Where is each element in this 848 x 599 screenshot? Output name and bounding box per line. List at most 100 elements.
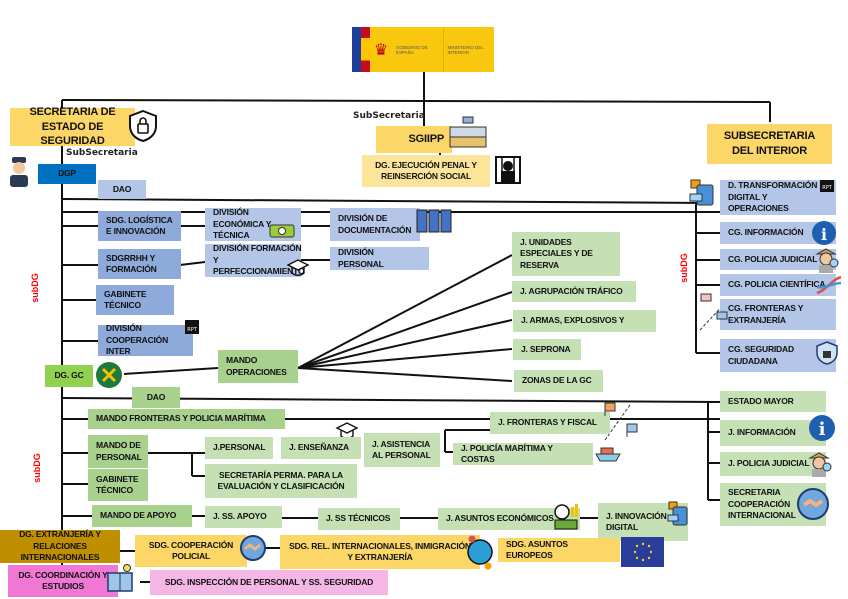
connector-line xyxy=(123,367,219,375)
flag-icon xyxy=(602,401,618,417)
dg-gc-box[interactable]: DG. GC xyxy=(45,365,93,387)
division-documentacion-box[interactable]: DIVISIÓN DE DOCUMENTACIÓN xyxy=(330,208,420,241)
shield-lock-icon xyxy=(126,108,160,144)
dgp-dao-box[interactable]: DAO xyxy=(98,180,146,199)
gabinete-tecnico-dgp-box[interactable]: GABINETE TÉCNICO xyxy=(96,285,174,315)
sdg-rrhh-box[interactable]: SDGRRHH Y FORMACIÓN xyxy=(98,249,181,279)
subdg-label-right: subDG xyxy=(678,253,689,283)
j-asistencia-personal-box[interactable]: J. ASISTENCIA AL PERSONAL xyxy=(364,433,440,467)
estado-mayor-box[interactable]: ESTADO MAYOR xyxy=(720,391,826,412)
d-transformacion-digital-box[interactable]: D. TRANSFORMACIÓN DIGITAL Y OPERACIONES xyxy=(720,180,836,215)
j-asuntos-economicos-box[interactable]: J. ASUNTOS ECONÓMICOS xyxy=(438,508,580,530)
ministry-logo: ♛ GOBIERNO DE ESPAÑA MINISTERIO DEL INTE… xyxy=(352,27,494,72)
connector-line xyxy=(179,261,206,266)
spain-flag-stripe xyxy=(361,27,370,72)
cg-informacion-box[interactable]: CG. INFORMACIÓN xyxy=(720,222,836,244)
coat-of-arms-icon: ♛ xyxy=(373,41,389,59)
rpt-document-icon: RPT xyxy=(183,318,201,336)
mando-fronteras-box[interactable]: MANDO FRONTERAS Y POLICIA MARÍTIMA xyxy=(88,409,285,429)
filing-cabinet-icon xyxy=(414,206,454,236)
detective-icon xyxy=(804,448,834,478)
j-ss-apoyo-box[interactable]: J. SS. APOYO xyxy=(205,506,282,528)
connector-line xyxy=(297,367,513,382)
sgiipp-box[interactable]: SGIIPP xyxy=(376,126,452,153)
j-ensenanza-box[interactable]: J. ENSEÑANZA xyxy=(281,437,361,459)
money-bill-icon xyxy=(268,222,296,240)
connector-line xyxy=(61,198,711,204)
zonas-gc-box[interactable]: ZONAS DE LA GC xyxy=(514,370,603,392)
j-informacion-box[interactable]: J. INFORMACIÓN xyxy=(720,420,826,446)
info-icon: i xyxy=(810,219,838,247)
info-icon: i xyxy=(807,413,837,443)
sdg-inspeccion-box[interactable]: SDG. INSPECCIÓN DE PERSONAL Y SS. SEGURI… xyxy=(150,570,388,595)
shield-lock-icon xyxy=(815,340,839,366)
ship-icon xyxy=(594,442,622,466)
info-glyph: i xyxy=(819,419,826,440)
graduation-cap-icon xyxy=(334,419,360,443)
division-cooperacion-box[interactable]: DIVISIÓN COOPERACIÓN INTER xyxy=(98,323,193,356)
cg-policia-cientifica-box[interactable]: CG. POLICIA CIENTÍFICA xyxy=(720,274,836,296)
dg-ejecucion-penal-box[interactable]: DG. EJECUCIÓN PENAL Y REINSERCIÓN SOCIAL xyxy=(362,155,490,187)
finance-globe-icon xyxy=(552,502,582,532)
dashed-connector xyxy=(604,404,631,441)
j-unidades-especiales-box[interactable]: J. UNIDADES ESPECIALES Y DE RESERVA xyxy=(512,232,620,276)
connector-line xyxy=(297,254,513,369)
connector-line xyxy=(61,99,771,103)
j-armas-explosivos-box[interactable]: J. ARMAS, EXPLOSIVOS Y xyxy=(513,310,656,332)
handshake-globe-icon xyxy=(795,486,831,522)
j-ss-tecnicos-box[interactable]: J. SS TÉCNICOS xyxy=(318,508,400,530)
prison-building-icon xyxy=(446,114,490,150)
dashed-connector xyxy=(699,299,729,331)
digital-device-icon xyxy=(666,500,692,530)
division-formacion-box[interactable]: DIVISIÓN FORMACIÓN Y PERFECCIONAMIENTO xyxy=(205,243,305,277)
j-seprona-box[interactable]: J. SEPRONA xyxy=(513,339,581,360)
flag-icon xyxy=(715,310,729,324)
dgp-box[interactable]: DGP xyxy=(38,164,96,184)
cg-policia-judicial-box[interactable]: CG. POLICIA JUDICIAL xyxy=(720,249,836,270)
division-personal-box[interactable]: DIVISIÓN PERSONAL xyxy=(330,247,429,270)
info-glyph: i xyxy=(821,225,827,244)
gc-gabinete-tecnico-box[interactable]: GABINETE TÉCNICO xyxy=(88,469,148,501)
connector-line xyxy=(297,291,513,369)
j-agrupacion-trafico-box[interactable]: J. AGRUPACIÓN TRÁFICO xyxy=(512,281,636,302)
rpt-document-icon: RPT xyxy=(818,178,836,194)
connector-line xyxy=(297,319,513,369)
cg-fronteras-extranjeria-box[interactable]: CG. FRONTERAS Y EXTRANJERÍA xyxy=(720,299,836,330)
flag-icon xyxy=(699,292,713,306)
flag-icon xyxy=(624,422,640,438)
logo-text-gobierno: GOBIERNO DE ESPAÑA xyxy=(392,27,444,72)
rpt-label: RPT xyxy=(822,185,832,191)
dg-coordinacion-estudios-box[interactable]: DG. COORDINACIÓN Y ESTUDIOS xyxy=(8,565,118,597)
dg-extranjeria-box[interactable]: DG. EXTRANJERÍA Y RELACIONES INTERNACION… xyxy=(0,529,120,563)
secretaria-permanente-box[interactable]: SECRETARÍA PERMA. PARA LA EVALUACIÓN Y C… xyxy=(205,464,357,498)
subdg-label-bottom: subDG xyxy=(31,453,42,483)
eu-stripe xyxy=(352,27,361,72)
global-people-icon xyxy=(462,532,498,572)
mando-apoyo-box[interactable]: MANDO DE APOYO xyxy=(92,505,192,527)
sdg-logistica-box[interactable]: SDG. LOGÍSTICA E INNOVACIÓN xyxy=(98,211,181,241)
dna-icon xyxy=(814,272,844,298)
secretaria-estado-seguridad[interactable]: SECRETARIA DE ESTADO DE SEGURIDAD xyxy=(10,106,135,147)
sdg-asuntos-europeos-box[interactable]: SDG. ASUNTOS EUROPEOS xyxy=(498,538,620,562)
subsecretaria-interior-box[interactable]: SUBSECRETARIA DEL INTERIOR xyxy=(707,124,832,164)
police-officer-icon xyxy=(6,154,32,188)
digital-device-icon xyxy=(688,178,720,210)
j-policia-judicial-box[interactable]: J. POLICIA JUDICIAL xyxy=(720,452,826,476)
handshake-globe-icon xyxy=(238,533,268,563)
j-policia-maritima-box[interactable]: J. POLICÍA MARÍTIMA Y COSTAS xyxy=(453,443,593,465)
j-fronteras-fiscal-box[interactable]: J. FRONTERAS Y FISCAL xyxy=(490,412,610,434)
gc-dao-box[interactable]: DAO xyxy=(132,387,180,408)
j-personal-box[interactable]: J.PERSONAL xyxy=(205,437,273,459)
detective-icon xyxy=(812,244,840,274)
subsecretaria-label-left: SubSecretaria xyxy=(66,148,138,158)
guardia-civil-emblem-icon xyxy=(94,360,124,390)
connector-line xyxy=(297,348,513,369)
sdg-rel-internacionales-box[interactable]: SDG. REL. INTERNACIONALES, INMIGRACIÓN Y… xyxy=(280,535,480,569)
open-book-idea-icon xyxy=(104,562,136,594)
mando-personal-box[interactable]: MANDO DE PERSONAL xyxy=(88,435,148,468)
subsecretaria-label-center: SubSecretaria xyxy=(353,111,425,121)
sdg-cooperacion-policial-box[interactable]: SDG. COOPERACIÓN POLICIAL xyxy=(135,535,247,567)
mando-operaciones-box[interactable]: MANDO OPERACIONES xyxy=(218,350,298,383)
prisoner-icon xyxy=(494,155,522,185)
